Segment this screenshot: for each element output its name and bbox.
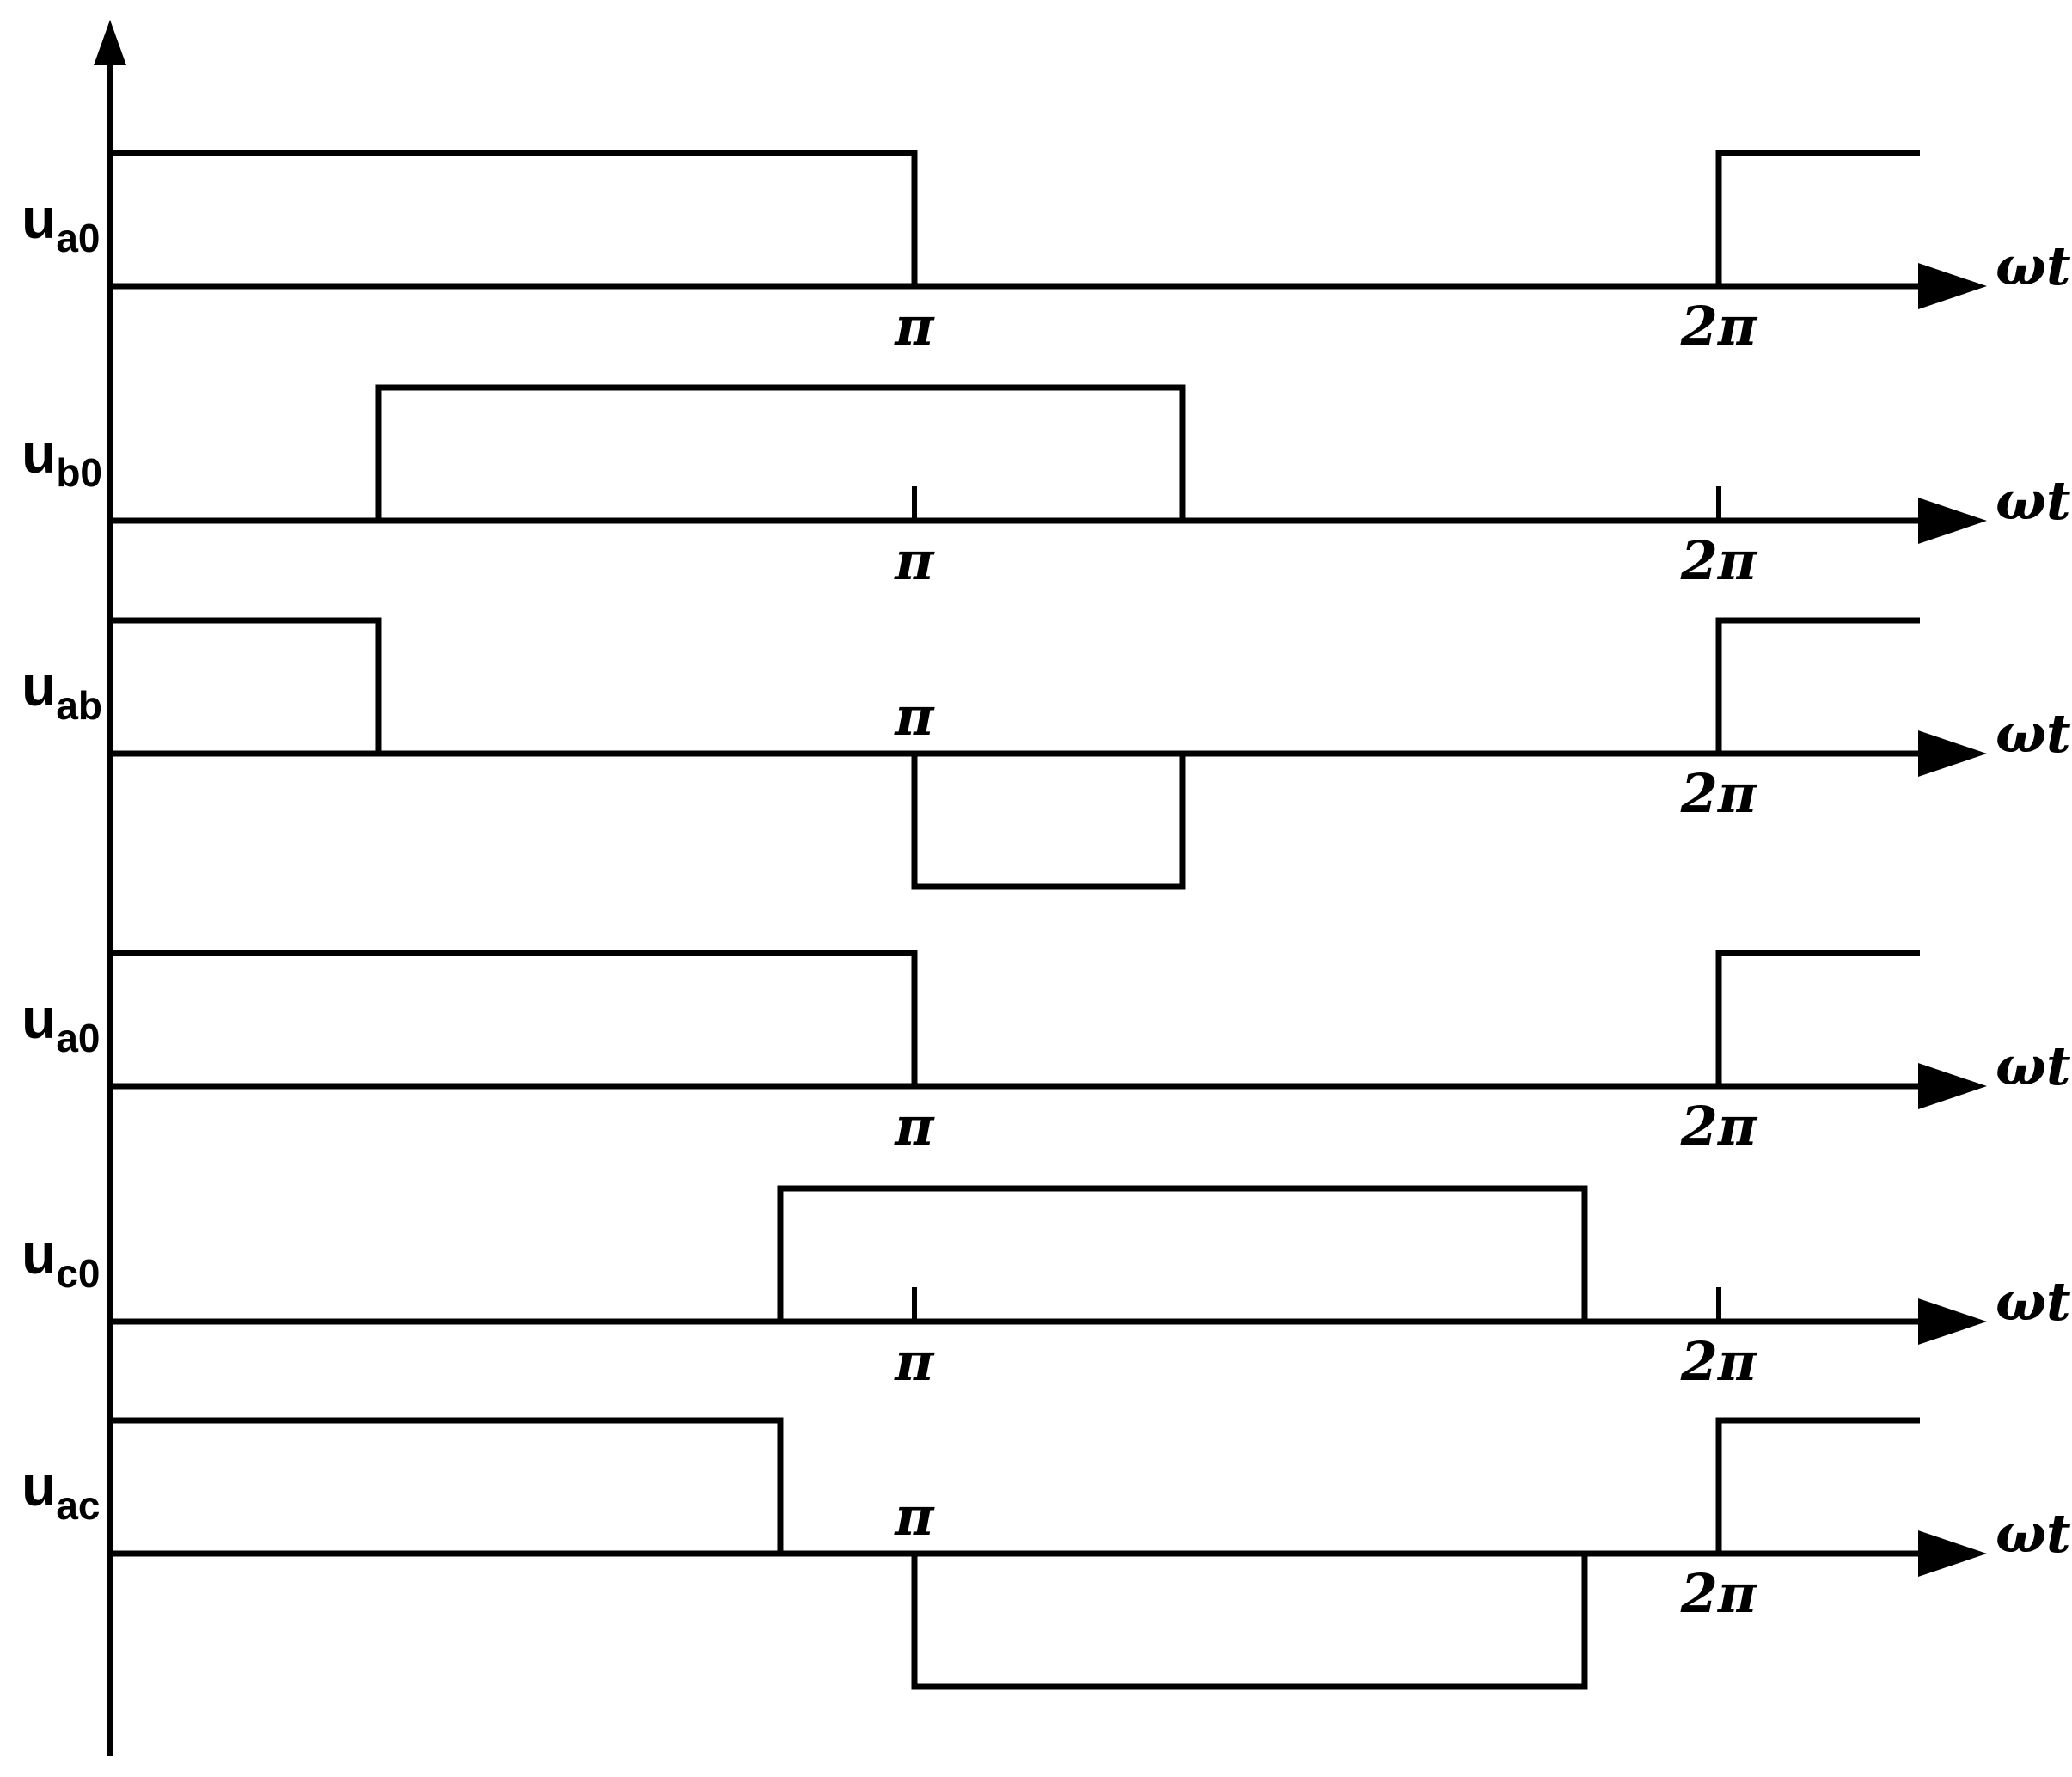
signal-label-uac: uac	[21, 1454, 101, 1528]
waveform-trace-uc0	[110, 1185, 1920, 1325]
waveform-trace-uab	[110, 617, 1920, 890]
tick-label-ua0-mid-2pi: 2π	[1680, 1095, 1758, 1157]
y-axis-arrowhead	[94, 20, 126, 65]
waveform-trace-uac	[110, 1417, 1920, 1690]
waveform-row-uc0: ωt π 2π uc0	[21, 1185, 2071, 1393]
tick-label-uab-2pi: 2π	[1680, 762, 1758, 825]
time-axis-arrowhead-ua0-top	[1918, 263, 1987, 309]
waveform-row-uab: ωt π 2π uab	[21, 617, 2071, 890]
omega-t-label-ua0-top: ωt	[1996, 235, 2071, 297]
tick-label-ua0-mid-1pi: π	[894, 1095, 935, 1157]
tick-label-uc0-1pi: π	[894, 1330, 935, 1393]
waveform-row-ua0-mid: ωt π 2π ua0	[21, 950, 2071, 1157]
waveform-row-ub0: ωt π 2π ub0	[21, 384, 2071, 592]
omega-t-label-ub0: ωt	[1996, 469, 2071, 532]
tick-label-uac-2pi: 2π	[1680, 1562, 1758, 1625]
waveform-trace-ua0-mid	[110, 950, 1920, 1090]
tick-label-uab-1pi: π	[894, 685, 935, 748]
omega-t-label-uac: ωt	[1996, 1502, 2071, 1565]
time-axis-arrowhead-uab	[1918, 730, 1987, 777]
time-axis-arrowhead-ub0	[1918, 498, 1987, 544]
waveform-row-uac: ωt π 2π uac	[21, 1417, 2071, 1690]
tick-label-ub0-1pi: π	[894, 529, 935, 592]
tick-label-ua0-top-1pi: π	[894, 295, 935, 357]
time-axis-arrowhead-ua0-mid	[1918, 1063, 1987, 1109]
tick-label-ub0-2pi: 2π	[1680, 529, 1758, 592]
signal-label-ub0: ub0	[21, 421, 102, 495]
tick-label-uc0-2pi: 2π	[1680, 1330, 1758, 1393]
time-axis-arrowhead-uc0	[1918, 1298, 1987, 1345]
omega-t-label-ua0-mid: ωt	[1996, 1035, 2071, 1097]
time-axis-arrowhead-uac	[1918, 1530, 1987, 1577]
waveform-trace-ua0-top	[110, 150, 1920, 290]
signal-label-ua0-top: ua0	[21, 186, 101, 260]
omega-t-label-uc0: ωt	[1996, 1270, 2071, 1333]
tick-label-ua0-top-2pi: 2π	[1680, 295, 1758, 357]
signal-label-uc0: uc0	[21, 1222, 101, 1296]
signal-label-uab: uab	[21, 654, 102, 728]
signal-label-ua0-mid: ua0	[21, 986, 101, 1060]
waveform-trace-ub0	[110, 384, 1920, 524]
tick-label-uac-1pi: π	[894, 1485, 935, 1548]
waveform-row-ua0-top: ωt π 2π ua0	[21, 150, 2071, 357]
omega-t-label-uab: ωt	[1996, 702, 2071, 765]
